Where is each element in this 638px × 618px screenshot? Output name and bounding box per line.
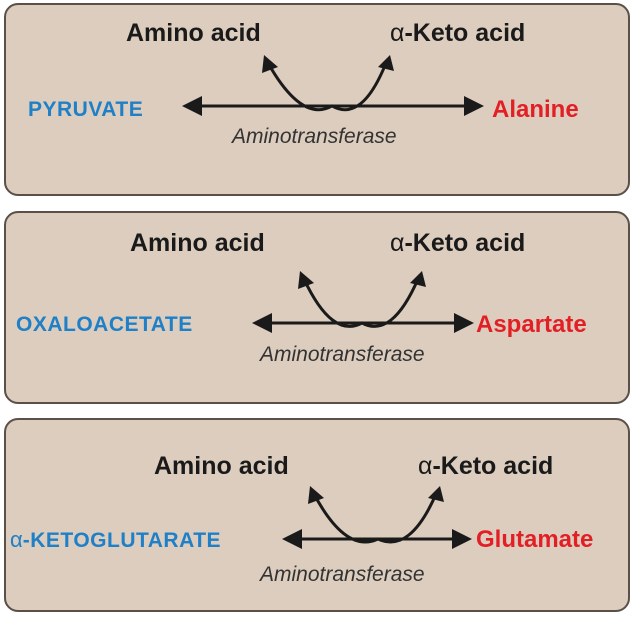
- reaction-arrows: [182, 55, 484, 116]
- keto-acid-label: α-Keto acid: [390, 19, 526, 47]
- reaction-arrows: [252, 271, 474, 333]
- enzyme-label: Aminotransferase: [260, 563, 425, 586]
- amino-acid-label: Amino acid: [130, 229, 265, 257]
- reaction-panel-alpha-ketoglutarate: Amino acid α-Keto acid α-KETOGLUTARATE G…: [4, 418, 630, 612]
- product-label: Aspartate: [476, 311, 587, 338]
- reaction-arrows: [282, 486, 472, 549]
- keto-acid-label: α-Keto acid: [418, 452, 554, 480]
- keto-acid-label: α-Keto acid: [390, 229, 526, 257]
- substrate-label: PYRUVATE: [28, 98, 144, 121]
- reaction-panel-pyruvate: Amino acid α-Keto acid PYRUVATE Alanine …: [4, 3, 630, 196]
- enzyme-label: Aminotransferase: [260, 343, 425, 366]
- reaction-panel-oxaloacetate: Amino acid α-Keto acid OXALOACETATE Aspa…: [4, 211, 630, 404]
- enzyme-label: Aminotransferase: [232, 125, 397, 148]
- product-label: Glutamate: [476, 526, 594, 553]
- product-label: Alanine: [492, 96, 579, 123]
- substrate-label: OXALOACETATE: [16, 313, 193, 336]
- substrate-label: α-KETOGLUTARATE: [10, 527, 222, 552]
- amino-acid-label: Amino acid: [154, 452, 289, 480]
- amino-acid-label: Amino acid: [126, 19, 261, 47]
